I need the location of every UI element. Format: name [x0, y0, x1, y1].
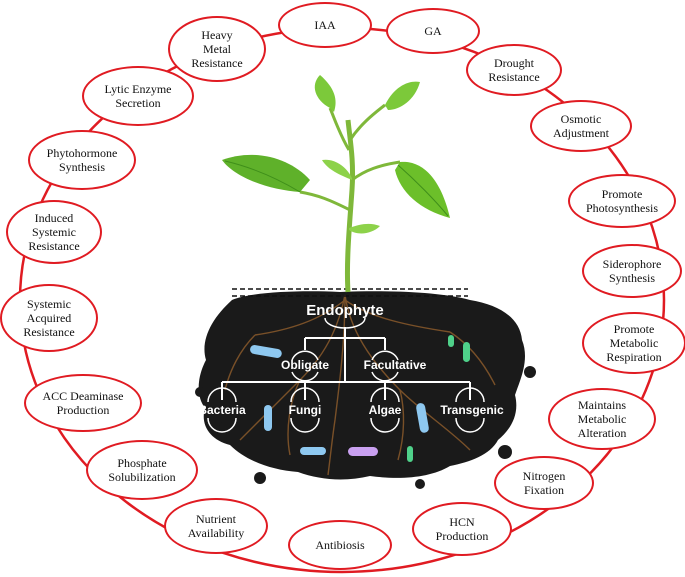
microbe-blue-2	[264, 405, 272, 431]
microbe-green-2	[448, 335, 454, 347]
organism-transgenic: Transgenic	[440, 403, 504, 417]
function-oval-osmotic-adjustment: Osmotic Adjustment	[530, 100, 632, 152]
plant-seedling	[222, 75, 450, 293]
type-facultative: Facultative	[363, 358, 427, 372]
function-oval-phytohormone-synthesis: Phytohormone Synthesis	[28, 130, 136, 190]
function-oval-systemic-acquired-resistance: Systemic Acquired Resistance	[0, 284, 98, 352]
function-oval-nitrogen-fixation: Nitrogen Fixation	[494, 456, 594, 510]
microbe-green-1	[463, 342, 470, 362]
function-oval-antibiosis: Antibiosis	[288, 520, 392, 570]
type-obligate: Obligate	[280, 358, 329, 372]
organism-bacteria: Bacteria	[198, 403, 246, 417]
microbe-blue-3	[416, 403, 429, 433]
function-oval-iaa: IAA	[278, 2, 372, 48]
function-oval-hcn-production: HCN Production	[412, 502, 512, 556]
microbe-blue-4	[300, 447, 326, 455]
microbes	[250, 335, 470, 462]
endophyte-title: Endophyte	[306, 302, 384, 319]
hierarchy-lines	[221, 327, 471, 400]
function-oval-nutrient-availability: Nutrient Availability	[164, 498, 268, 554]
function-oval-acc-deaminase-production: ACC Deaminase Production	[24, 374, 142, 432]
function-oval-maintains-metabolic-alteration: Maintains Metabolic Alteration	[548, 388, 656, 450]
function-oval-ga: GA	[386, 8, 480, 54]
function-oval-phosphate-solubilization: Phosphate Solubilization	[86, 440, 198, 500]
function-oval-lytic-enzyme-secretion: Lytic Enzyme Secretion	[82, 66, 194, 126]
microbe-green-3	[407, 446, 413, 462]
function-oval-induced-systemic-resistance: Induced Systemic Resistance	[6, 200, 102, 264]
function-oval-drought-resistance: Drought Resistance	[466, 44, 562, 96]
function-oval-heavy-metal-resistance: Heavy Metal Resistance	[168, 16, 266, 82]
function-oval-promote-metabolic-respiration: Promote Metabolic Respiration	[582, 312, 685, 374]
organism-algae: Algae	[368, 403, 402, 417]
microbe-violet-1	[348, 447, 378, 456]
organism-fungi: Fungi	[288, 403, 322, 417]
function-oval-siderophore-synthesis: Siderophore Synthesis	[582, 244, 682, 298]
label-arcs	[207, 317, 485, 433]
soil-mound	[195, 291, 536, 489]
function-oval-promote-photosynthesis: Promote Photosynthesis	[568, 174, 676, 228]
microbe-blue-1	[250, 344, 282, 358]
